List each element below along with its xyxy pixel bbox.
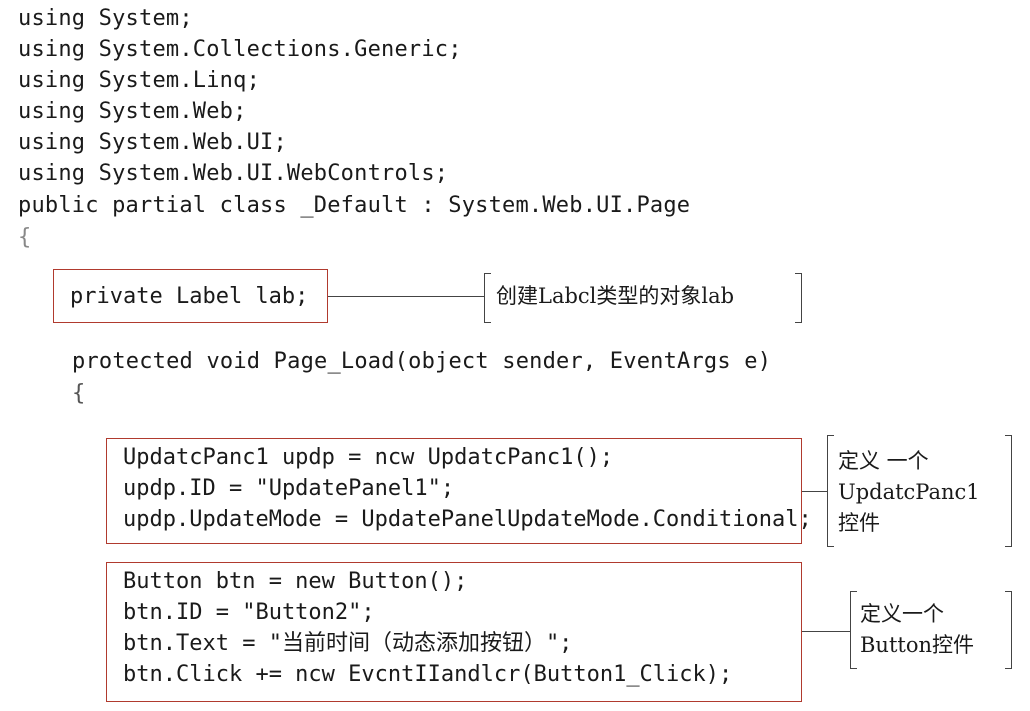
annotation-bracket: [827, 435, 1012, 547]
annotation-connector: [802, 491, 827, 492]
updatepanel-code-box: UpdatcPanc1 updp = ncw UpdatcPanc1(); up…: [106, 438, 812, 544]
annotation-text: 定义一个: [860, 602, 944, 626]
button-code-box: Button btn = new Button(); btn.ID = "But…: [106, 562, 802, 702]
code-line: {: [72, 381, 86, 406]
code-line: Button btn = new Button();: [123, 569, 468, 594]
code-line: using System;: [18, 6, 193, 31]
annotation-text: 控件: [838, 511, 880, 535]
code-line: using System.Linq;: [18, 68, 261, 93]
code-line: btn.Text = "当前时间（动态添加按钮）";: [123, 631, 573, 656]
code-line: btn.ID = "Button2";: [123, 600, 375, 625]
code-line: updp.UpdateMode = UpdatePanelUpdateMode.…: [123, 507, 812, 532]
code-line: using System.Web;: [18, 99, 247, 124]
code-line: UpdatcPanc1 updp = ncw UpdatcPanc1();: [123, 445, 614, 470]
field-declaration-box: private Label lab;: [53, 269, 328, 323]
code-line: protected void Page_Load(object sender, …: [72, 349, 772, 374]
annotation-text: 定义 一个: [838, 449, 929, 473]
annotation-connector: [802, 631, 850, 632]
annotation-text: 创建Labcl类型的对象lab: [496, 284, 735, 308]
code-line: public partial class _Default : System.W…: [18, 193, 691, 218]
annotation-bracket: [484, 273, 802, 323]
annotation-text: Button控件: [860, 633, 975, 657]
code-line: updp.ID = "UpdatePanel1";: [123, 476, 455, 501]
annotation-connector: [328, 296, 484, 297]
code-line: using System.Collections.Generic;: [18, 37, 462, 62]
code-line: btn.Click += ncw EvcntIIandlcr(Button1_C…: [123, 662, 733, 687]
code-line: private Label lab;: [70, 284, 309, 309]
annotation-text: UpdatcPanc1: [838, 480, 980, 504]
annotation-bracket: [850, 591, 1012, 669]
code-line: {: [18, 225, 32, 250]
code-line: using System.Web.UI;: [18, 130, 287, 155]
code-line: using System.Web.UI.WebControls;: [18, 161, 449, 186]
